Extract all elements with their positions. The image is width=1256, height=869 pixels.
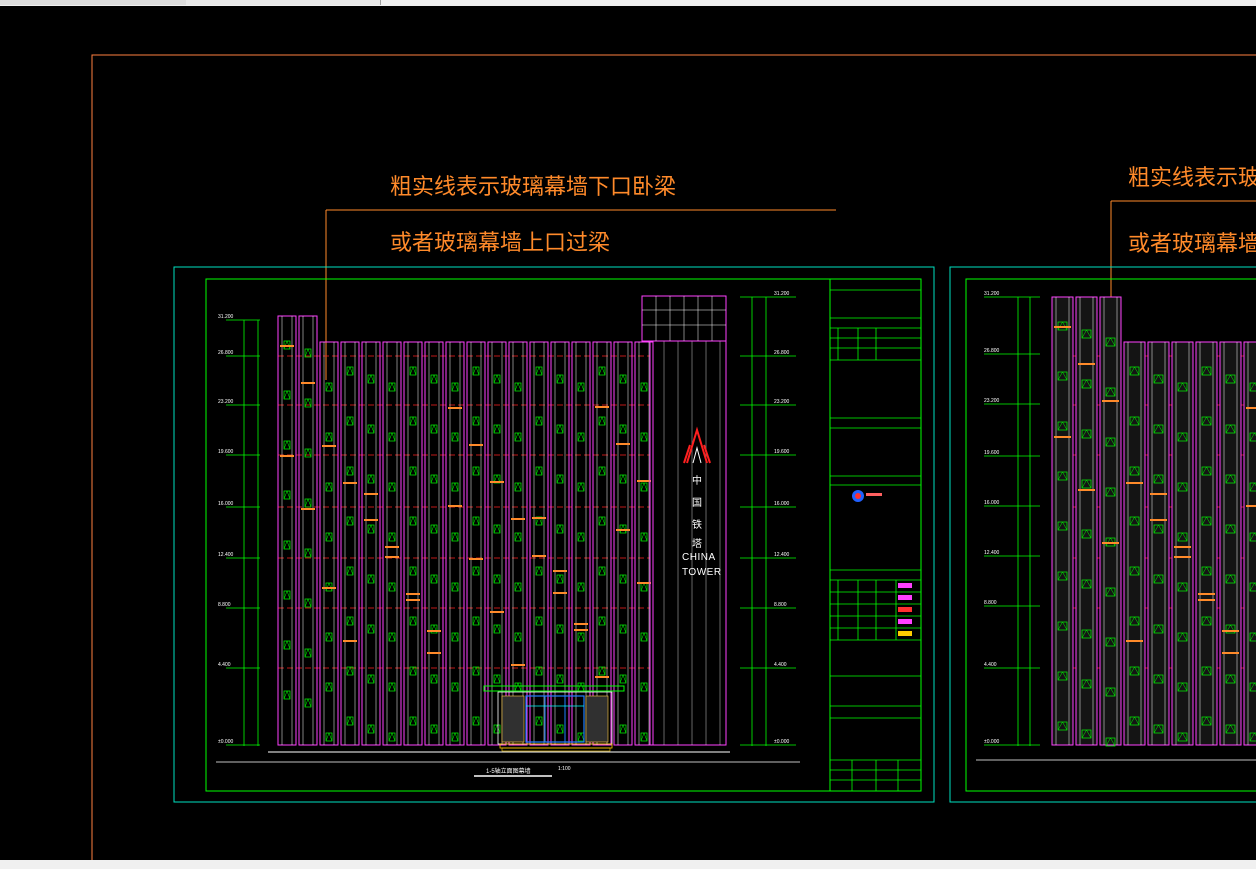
level-second-3: 23.200	[984, 398, 1000, 404]
level-second-7: 8.800	[984, 600, 997, 606]
level-right-1: 31.200	[774, 291, 790, 297]
sheet-2-border	[949, 266, 1256, 803]
logo-cn-char-2: 国	[692, 498, 702, 509]
sheet-1-border	[173, 266, 935, 803]
level-second-8: 4.400	[984, 662, 997, 668]
level-left-4: 19.600	[218, 449, 234, 455]
level-right-9: ±0.000	[774, 739, 790, 745]
level-second-2: 26.800	[984, 348, 1000, 354]
level-second-9: ±0.000	[984, 739, 1000, 745]
level-right-3: 23.200	[774, 399, 790, 405]
facade-sheet-1	[277, 315, 727, 746]
logo-cn-char-1: 中	[692, 476, 702, 487]
tower-parapet	[641, 295, 727, 342]
tab-strip-right[interactable]	[186, 0, 381, 5]
annotation-line-1-second: 粗实线表示玻璃	[1128, 166, 1256, 191]
logo-cn-char-4: 塔	[692, 539, 702, 550]
logo-cn-char-3: 铁	[692, 520, 702, 531]
logo-en-line-2: TOWER	[682, 567, 722, 578]
title-block	[829, 278, 922, 792]
annotation-line-1: 粗实线表示玻璃幕墙下口卧梁	[390, 175, 677, 200]
level-second-6: 12.400	[984, 550, 1000, 556]
title-block-rows	[830, 289, 921, 791]
title-block-signatures	[898, 583, 912, 636]
dimension-right	[740, 296, 796, 746]
annotation-line-2: 或者玻璃幕墙上口过梁	[390, 231, 611, 256]
level-right-4: 19.600	[774, 449, 790, 455]
outer-frame	[91, 54, 1256, 860]
level-second-1: 31.200	[984, 291, 1000, 297]
sheet-2-inner	[965, 278, 1256, 792]
facade-sheet-2	[1051, 296, 1256, 747]
level-right-5: 16.000	[774, 501, 790, 507]
level-right-6: 12.400	[774, 552, 790, 558]
level-right-2: 26.800	[774, 350, 790, 356]
level-left-6: 12.400	[218, 552, 234, 558]
tab-strip-left[interactable]	[0, 0, 187, 5]
level-right-7: 8.800	[774, 602, 787, 608]
china-tower-logo-icon	[683, 426, 711, 464]
annotation-line-2-second: 或者玻璃幕墙上	[1128, 232, 1256, 257]
level-second-5: 16.000	[984, 500, 1000, 506]
level-second-4: 19.600	[984, 450, 1000, 456]
scale-note: 1:100	[558, 766, 571, 772]
level-right-8: 4.400	[774, 662, 787, 668]
level-left-7: 8.800	[218, 602, 231, 608]
elevation-title: 1-5轴立面图幕墙	[486, 769, 531, 775]
entrance-canopy	[483, 685, 625, 752]
level-left-8: 4.400	[218, 662, 231, 668]
level-left-2: 26.800	[218, 350, 234, 356]
level-left-9: ±0.000	[218, 739, 234, 745]
dimension-second	[984, 296, 1040, 746]
title-block-logo	[852, 490, 882, 502]
level-left-5: 16.000	[218, 501, 234, 507]
level-left-1: 31.200	[218, 314, 234, 320]
cad-drawing-canvas[interactable]	[0, 6, 1256, 860]
dimension-left	[226, 319, 260, 746]
logo-en-line-1: CHINA	[682, 552, 716, 563]
application-bottom-strip	[0, 860, 1256, 869]
level-left-3: 23.200	[218, 399, 234, 405]
application-top-strip	[0, 0, 1256, 6]
